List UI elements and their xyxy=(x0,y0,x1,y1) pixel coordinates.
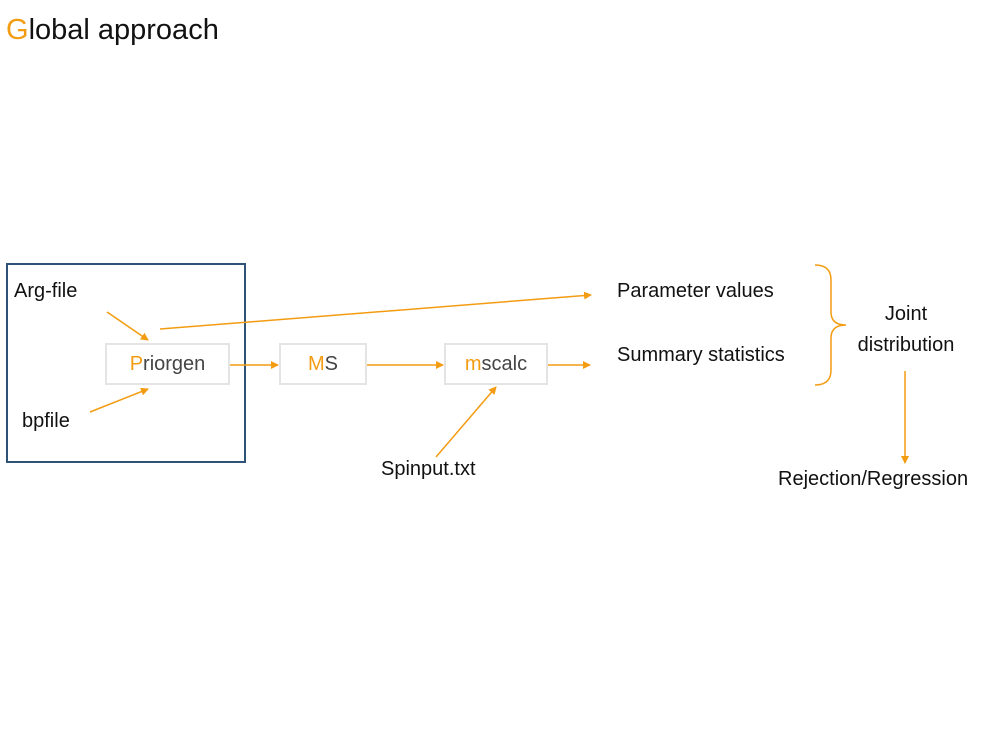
arrow-bpfile-to-priorgen xyxy=(89,387,149,413)
mscalc-rest: scalc xyxy=(481,352,528,375)
mscalc-first-letter: m xyxy=(464,352,482,375)
arrow-spinput-to-mscalc xyxy=(435,386,497,458)
page-title: Global approach xyxy=(6,14,219,47)
joint-brace xyxy=(814,264,847,386)
priorgen-rest: riorgen xyxy=(143,352,206,375)
parameter-values-label: Parameter values xyxy=(617,280,774,302)
arrow-priorgen-to-parameters xyxy=(159,291,592,330)
spinput-label: Spinput.txt xyxy=(381,458,476,480)
title-first-letter: G xyxy=(6,14,29,46)
arg-file-label: Arg-file xyxy=(14,280,78,302)
title-rest: lobal approach xyxy=(28,14,219,46)
bpfile-label: bpfile xyxy=(22,410,70,432)
rejection-regression-label: Rejection/Regression xyxy=(778,468,969,490)
joint-label: Joint xyxy=(884,303,928,325)
ms-first-letter: M xyxy=(307,352,325,375)
arrow-argfile-to-priorgen xyxy=(106,311,149,341)
priorgen-first-letter: P xyxy=(129,352,144,375)
ms-rest: S xyxy=(324,352,338,375)
summary-statistics-label: Summary statistics xyxy=(617,344,785,366)
priorgen-group-frame xyxy=(6,263,246,463)
distribution-label: distribution xyxy=(857,334,955,356)
